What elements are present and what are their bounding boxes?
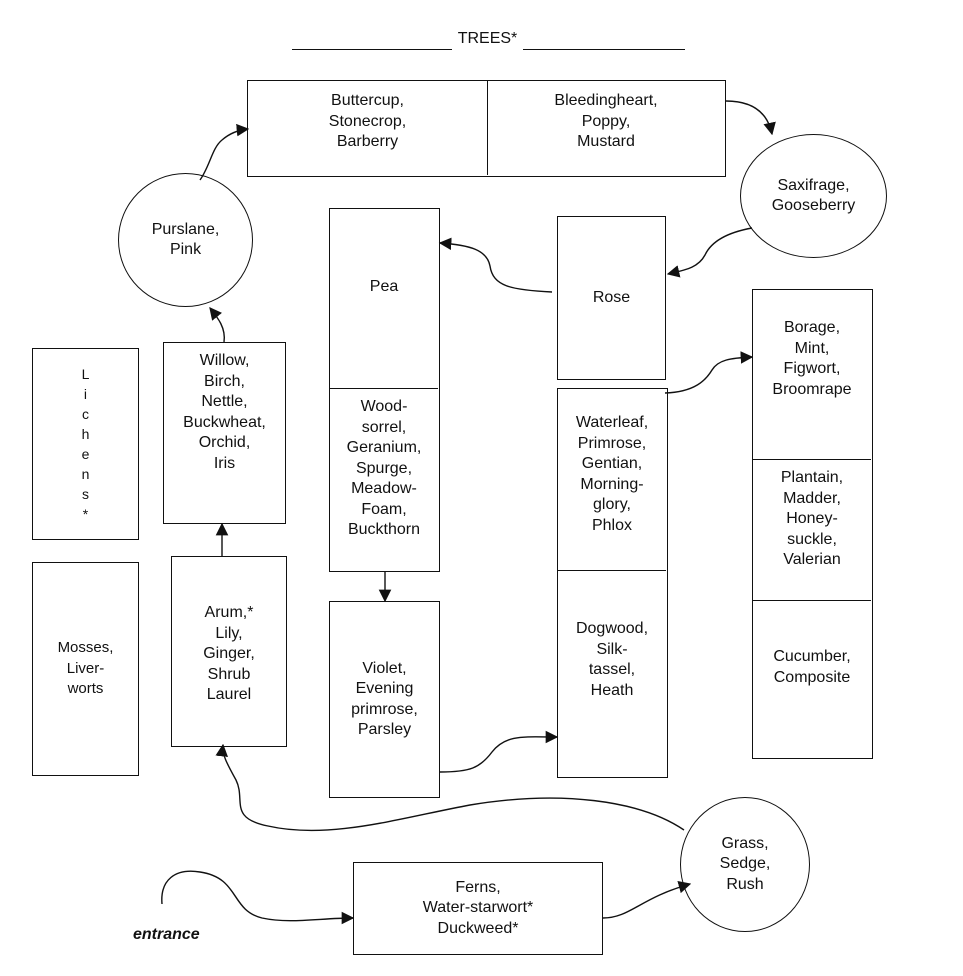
pea-woodsorrel-box: Pea Wood- sorrel, Geranium, Spurge, Mead… bbox=[329, 208, 440, 572]
buttercup-bleedingheart-box: Buttercup, Stonecrop, Barberry Bleedingh… bbox=[247, 80, 726, 177]
saxifrage-label: Saxifrage, Gooseberry bbox=[771, 176, 856, 215]
buttercup-cell: Buttercup, Stonecrop, Barberry bbox=[248, 81, 488, 175]
arrow-waterleaf-to-borage bbox=[664, 351, 754, 394]
grass-circle: Grass, Sedge, Rush bbox=[680, 797, 810, 932]
title-rule-left bbox=[292, 49, 452, 50]
purslane-circle: Purslane, Pink bbox=[118, 173, 253, 307]
arrow-entrance-to-ferns bbox=[161, 870, 355, 925]
ferns-label: Ferns, Water-starwort* Duckweed* bbox=[422, 878, 534, 937]
arrow-purslane-to-buttercup bbox=[199, 123, 250, 181]
purslane-label: Purslane, Pink bbox=[151, 220, 220, 259]
arum-label: Arum,* Lily, Ginger, Shrub Laurel bbox=[203, 604, 255, 703]
borage-label: Borage, Mint, Figwort, Broomrape bbox=[772, 319, 852, 398]
willow-box: Willow, Birch, Nettle, Buckwheat, Orchid… bbox=[163, 342, 286, 524]
plantain-cell: Plantain, Madder, Honey- suckle, Valeria… bbox=[753, 460, 871, 601]
grass-label: Grass, Sedge, Rush bbox=[719, 834, 771, 893]
arum-box: Arum,* Lily, Ginger, Shrub Laurel bbox=[171, 556, 287, 747]
waterleaf-dogwood-box: Waterleaf, Primrose, Gentian, Morning- g… bbox=[557, 388, 668, 778]
plantain-label: Plantain, Madder, Honey- suckle, Valeria… bbox=[780, 469, 844, 568]
arrow-bleedingheart-to-saxifrage bbox=[725, 100, 776, 136]
lichens-box: L i c h e n s * bbox=[32, 348, 139, 540]
arrow-willow-to-purslane bbox=[209, 307, 225, 343]
arrow-violet-to-dogwood bbox=[439, 730, 559, 773]
arrow-saxifrage-to-rose bbox=[666, 227, 753, 278]
buttercup-label: Buttercup, Stonecrop, Barberry bbox=[328, 92, 407, 150]
mosses-label: Mosses, Liver- worts bbox=[57, 639, 114, 698]
bleedingheart-label: Bleedingheart, Poppy, Mustard bbox=[554, 92, 658, 150]
pea-cell: Pea bbox=[330, 209, 438, 389]
borage-plantain-cucumber-box: Borage, Mint, Figwort, Broomrape Plantai… bbox=[752, 289, 873, 759]
cucumber-label: Cucumber, Composite bbox=[773, 648, 851, 686]
arrow-rose-to-pea bbox=[438, 237, 553, 293]
arrow-grass-to-arum bbox=[215, 743, 685, 832]
woodsorrel-cell: Wood- sorrel, Geranium, Spurge, Meadow- … bbox=[330, 389, 438, 570]
borage-cell: Borage, Mint, Figwort, Broomrape bbox=[753, 290, 871, 460]
dogwood-cell: Dogwood, Silk- tassel, Heath bbox=[558, 571, 666, 776]
arrow-ferns-to-grass bbox=[602, 880, 692, 919]
waterleaf-label: Waterleaf, Primrose, Gentian, Morning- g… bbox=[575, 414, 649, 534]
diagram-title-text: TREES* bbox=[455, 30, 520, 47]
violet-label: Violet, Evening primrose, Parsley bbox=[351, 659, 418, 739]
pea-label: Pea bbox=[369, 278, 399, 295]
saxifrage-circle: Saxifrage, Gooseberry bbox=[740, 134, 887, 258]
entrance-label: entrance bbox=[133, 926, 200, 943]
diagram-title: TREES* bbox=[290, 30, 685, 56]
lichens-label: L i c h e n s * bbox=[81, 366, 90, 522]
mosses-box: Mosses, Liver- worts bbox=[32, 562, 139, 776]
title-rule-right bbox=[523, 49, 685, 50]
cucumber-cell: Cucumber, Composite bbox=[753, 601, 871, 757]
rose-box: Rose bbox=[557, 216, 666, 380]
woodsorrel-label: Wood- sorrel, Geranium, Spurge, Meadow- … bbox=[346, 398, 422, 538]
bleedingheart-cell: Bleedingheart, Poppy, Mustard bbox=[488, 81, 724, 175]
rose-label: Rose bbox=[592, 288, 631, 306]
violet-box: Violet, Evening primrose, Parsley bbox=[329, 601, 440, 798]
ferns-box: Ferns, Water-starwort* Duckweed* bbox=[353, 862, 603, 955]
dogwood-label: Dogwood, Silk- tassel, Heath bbox=[575, 620, 649, 699]
willow-label: Willow, Birch, Nettle, Buckwheat, Orchid… bbox=[183, 352, 266, 472]
waterleaf-cell: Waterleaf, Primrose, Gentian, Morning- g… bbox=[558, 389, 666, 571]
